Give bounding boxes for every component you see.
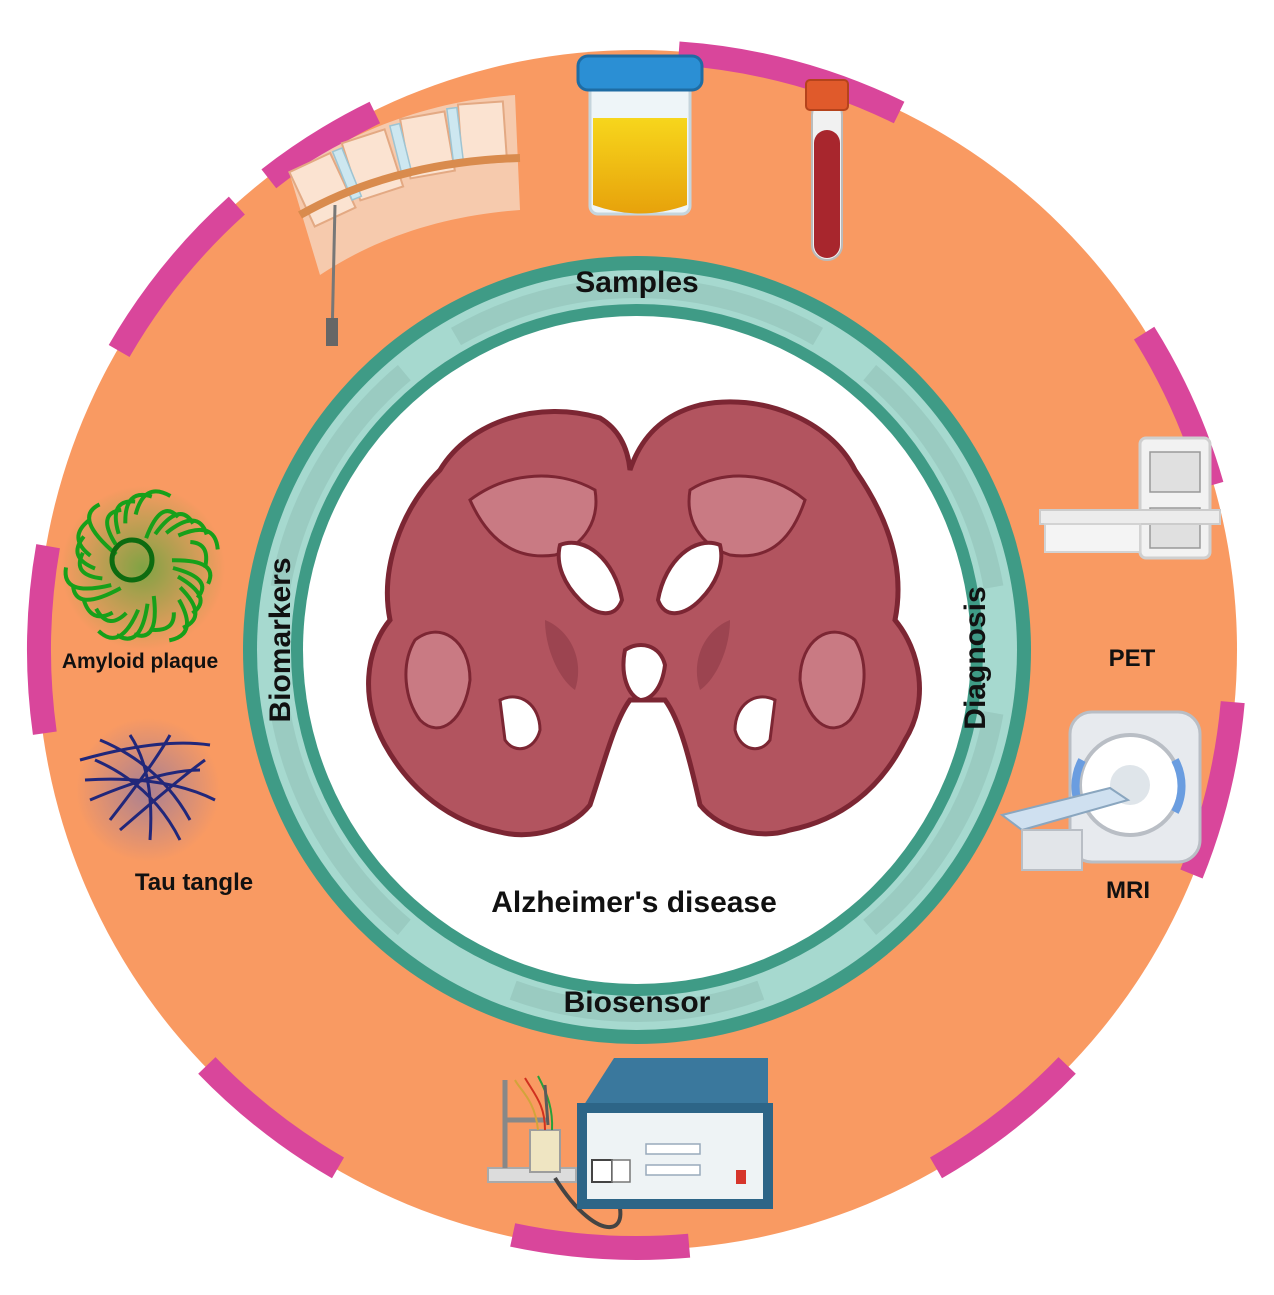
section-label-biosensor: Biosensor: [564, 986, 711, 1019]
magenta-arc-3: [1180, 701, 1245, 879]
magenta-arc-6: [198, 1057, 345, 1179]
magenta-arc-4: [929, 1057, 1076, 1179]
amyloid-strand: [63, 567, 112, 591]
center-title: Alzheimer's disease: [491, 886, 777, 919]
tau-strand: [108, 734, 172, 821]
blood-tube-icon: [805, 79, 849, 261]
pet-scanner-icon: [1039, 436, 1221, 560]
ring-panel-2: [863, 365, 1004, 589]
amyloid-strand: [97, 608, 141, 640]
amyloid-strand: [75, 535, 96, 571]
tau-strand: [94, 758, 182, 841]
magenta-arc-5: [510, 1223, 691, 1260]
section-label-samples: Samples: [575, 266, 698, 299]
amyloid-strand: [76, 518, 92, 558]
amyloid-strand: [87, 502, 118, 556]
magenta-arc-1: [677, 41, 905, 124]
amyloid-plaque-label: Amyloid plaque: [62, 650, 218, 673]
ring-panel-6: [270, 365, 411, 589]
ring-panels: [270, 278, 1004, 1022]
tau-strand: [119, 758, 206, 832]
tau-strand: [99, 738, 192, 821]
amyloid-strand: [177, 527, 220, 550]
tau-strand: [79, 741, 211, 762]
amyloid-strand: [81, 597, 114, 619]
amyloid-strand: [94, 607, 128, 623]
ring-panel-3: [863, 711, 1004, 935]
amyloid-strand: [171, 558, 213, 585]
amyloid-strand: [133, 489, 172, 516]
tau-tangle-icon: [76, 718, 220, 862]
magenta-arc-9: [261, 101, 381, 189]
tau-strand: [84, 777, 216, 802]
amyloid-plaque-icon: [61, 486, 225, 650]
magenta-arc-segments: [27, 41, 1245, 1260]
magenta-arc-8: [108, 196, 245, 358]
pet-label: PET: [1109, 645, 1156, 672]
tau-strand: [128, 734, 153, 841]
mri-scanner-icon: [999, 710, 1202, 871]
potentiostat-icon: [577, 1058, 773, 1209]
tau-tangle-label: Tau tangle: [135, 869, 253, 896]
brain-section-icon: [366, 399, 922, 838]
ring-panel-4: [509, 980, 765, 1022]
ring-panel-1: [451, 278, 823, 346]
ring-panel-5: [270, 711, 411, 935]
amyloid-strand: [70, 584, 122, 602]
electrochemical-cell-icon: [487, 1075, 623, 1229]
amyloid-strand: [168, 598, 189, 643]
urine-cup-icon: [576, 54, 704, 216]
section-label-diagnosis: Diagnosis: [959, 586, 992, 729]
spinal-tap-icon: [288, 95, 521, 346]
magenta-arc-7: [27, 544, 60, 735]
section-label-biomarkers: Biomarkers: [264, 557, 297, 722]
mri-label: MRI: [1106, 877, 1150, 904]
amyloid-strand: [77, 551, 103, 581]
